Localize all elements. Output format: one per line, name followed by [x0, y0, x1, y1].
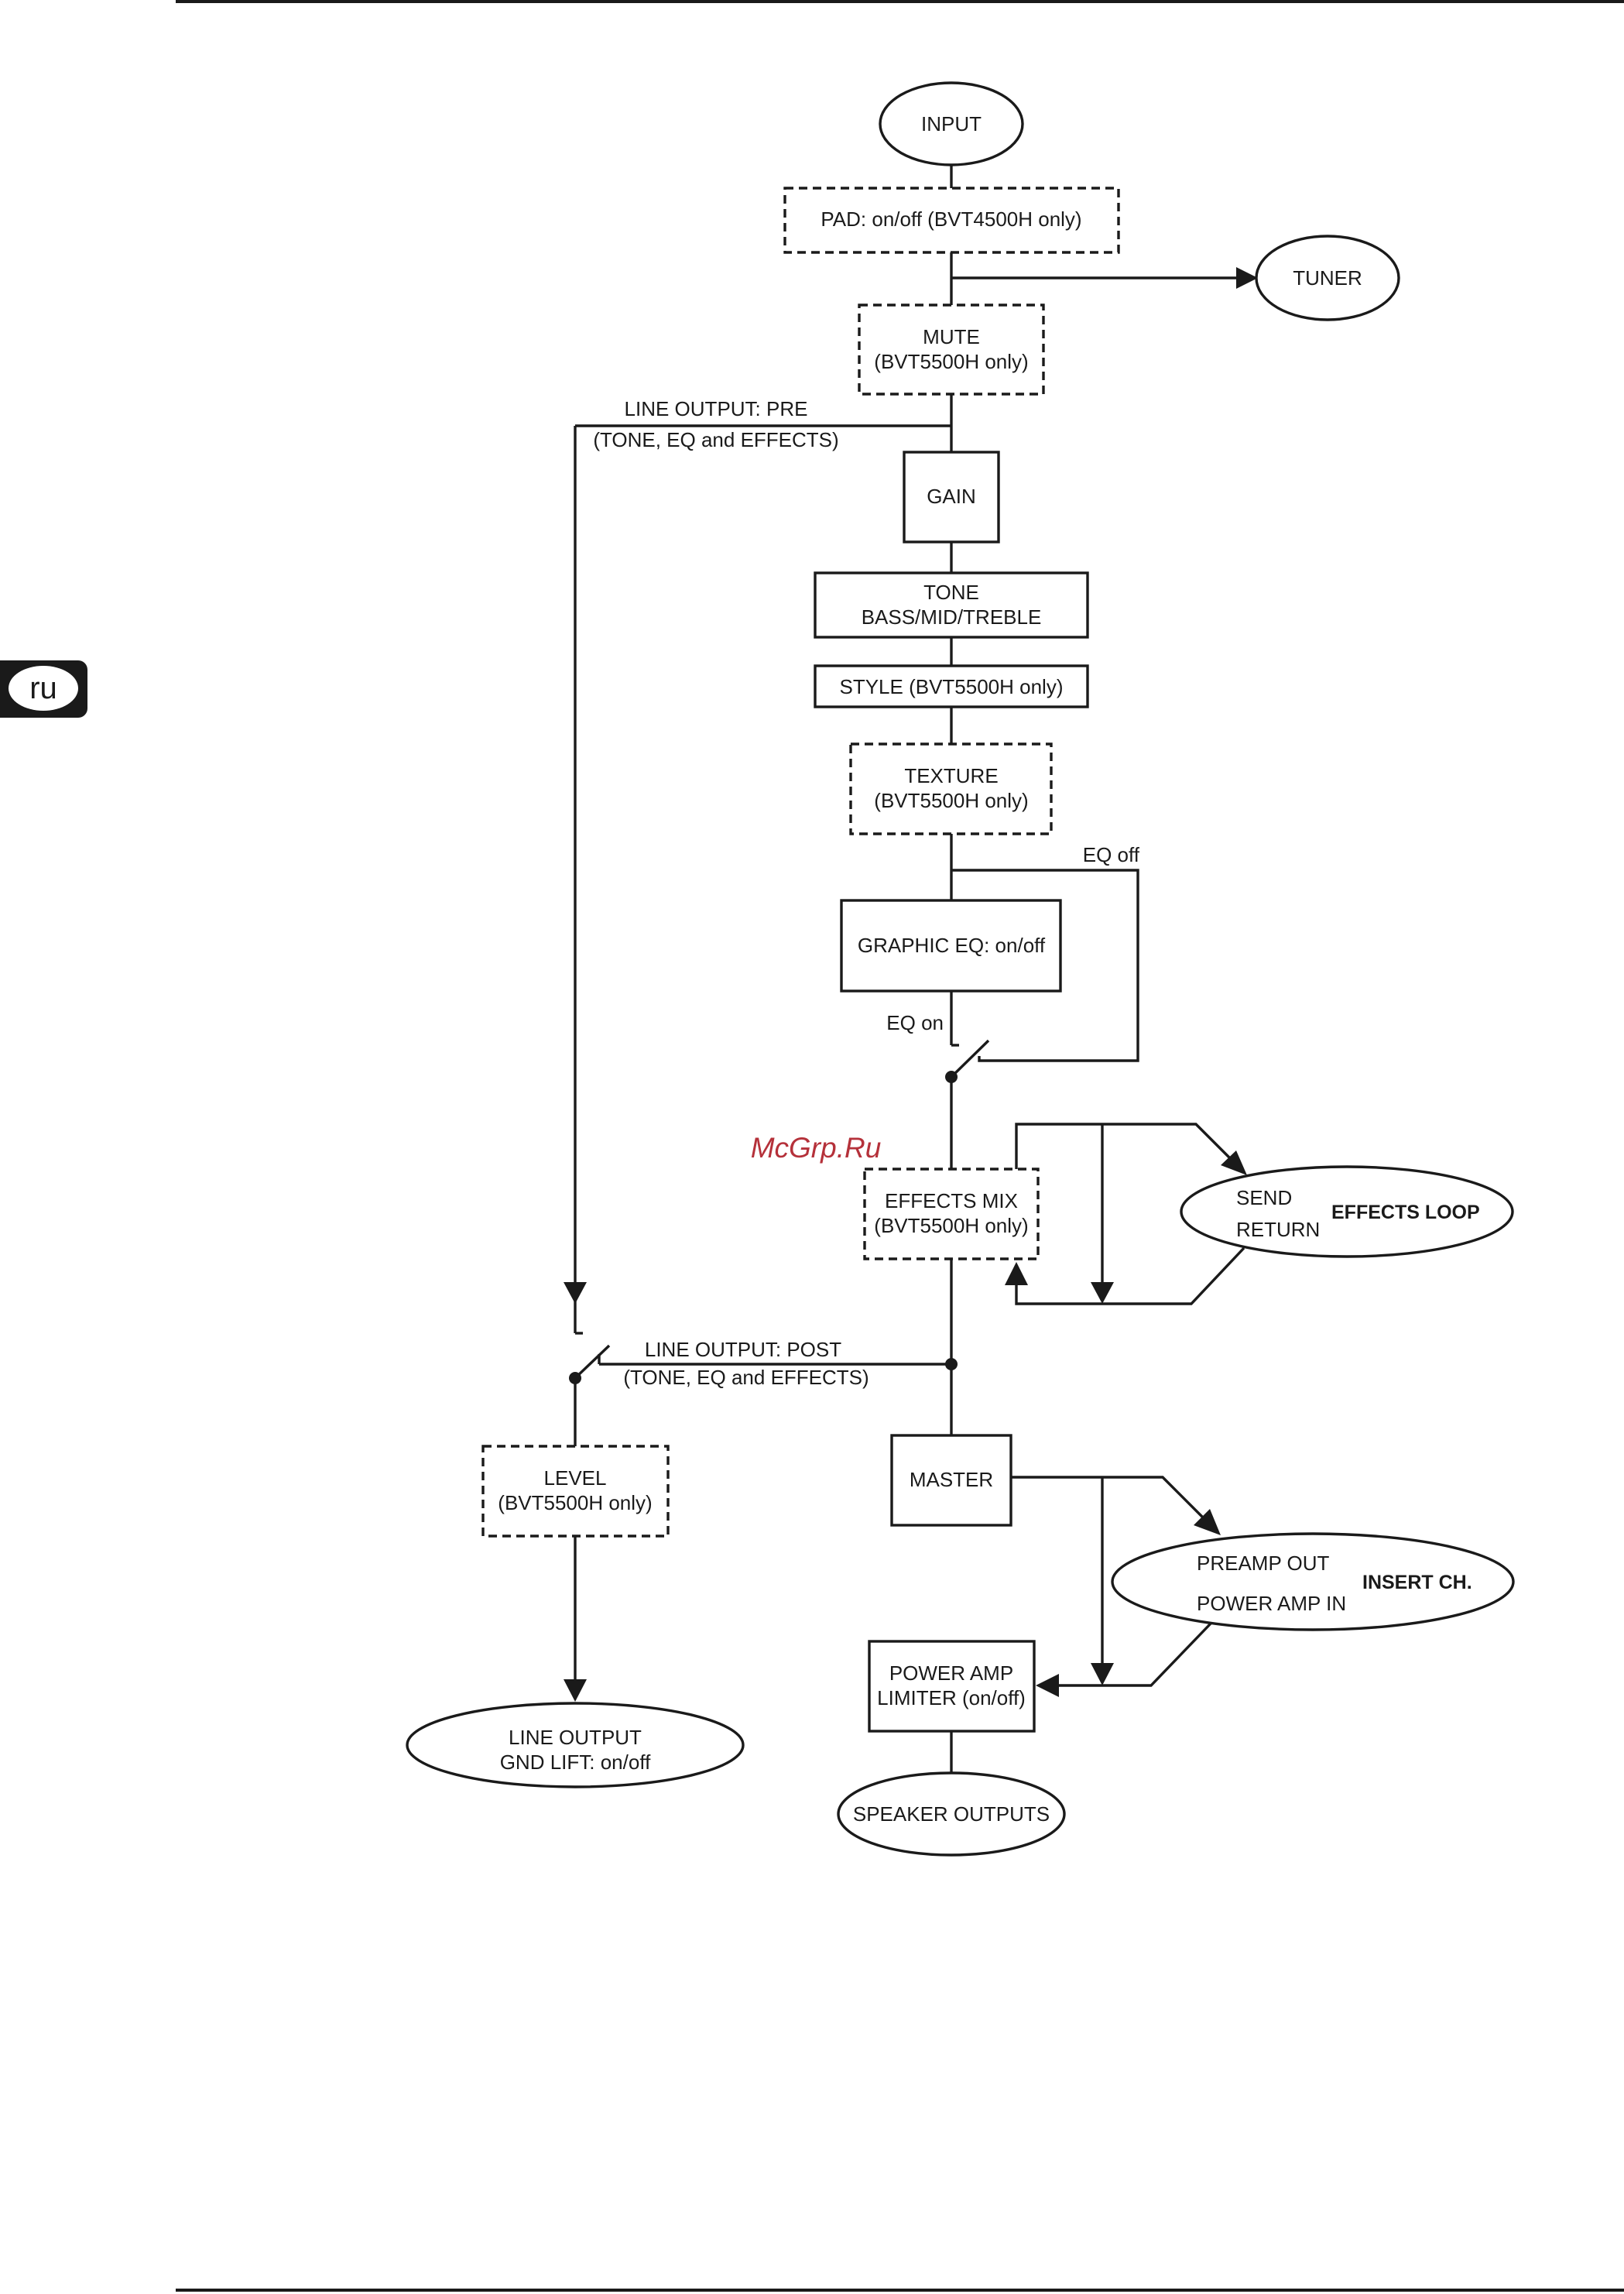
- node-tone: TONE BASS/MID/TREBLE: [814, 571, 1089, 639]
- node-speaker-outputs-shape: [837, 1771, 1066, 1857]
- node-line-output-shape: [406, 1702, 745, 1788]
- node-tuner: TUNER: [1255, 235, 1400, 321]
- node-tone-label-1: TONE: [923, 581, 979, 604]
- node-effects-loop-label: EFFECTS LOOP: [1331, 1202, 1480, 1223]
- arrow-line-output: [564, 1679, 587, 1702]
- language-tab[interactable]: ru: [0, 660, 87, 718]
- node-texture-label-2: (BVT5500H only): [874, 789, 1028, 812]
- arrow-send: [1221, 1150, 1247, 1175]
- node-pad-shape: [783, 187, 1120, 254]
- node-effects-mix-label-2: (BVT5500H only): [874, 1214, 1028, 1237]
- node-effects-loop: SEND RETURN EFFECTS LOOP: [1180, 1165, 1514, 1258]
- node-effects-loop-return: RETURN: [1236, 1218, 1320, 1241]
- node-gain-label: GAIN: [927, 485, 976, 508]
- arrow-return: [1005, 1262, 1028, 1285]
- node-mute-label-1: MUTE: [923, 325, 980, 348]
- language-tab-pill: [9, 666, 78, 711]
- node-effects-mix-shape: [863, 1168, 1040, 1260]
- node-pad-label: PAD: on/off (BVT4500H only): [821, 207, 1081, 231]
- line-return: [1015, 1246, 1245, 1305]
- node-insert-ch-label: INSERT CH.: [1362, 1572, 1472, 1593]
- node-master-label: MASTER: [910, 1468, 993, 1491]
- label-line-output-post-1: LINE OUTPUT: POST: [645, 1338, 841, 1361]
- arrow-insert-parallel: [1091, 1663, 1114, 1685]
- line-send: [1015, 1123, 1232, 1169]
- node-insert-ch-preamp-out: PREAMP OUT: [1197, 1552, 1330, 1575]
- arrow-preamp-out: [1194, 1509, 1221, 1535]
- node-style-label: STYLE (BVT5500H only): [839, 675, 1063, 698]
- line-eq-bypass: [951, 869, 1139, 1062]
- label-eq-on: EQ on: [886, 1011, 944, 1034]
- watermark: McGrp.Ru: [751, 1132, 882, 1164]
- node-input-shape: [879, 81, 1024, 166]
- node-gain-shape: [903, 451, 1000, 543]
- node-mute-label-2: (BVT5500H only): [874, 350, 1028, 373]
- label-line-output-post-2: (TONE, EQ and EFFECTS): [623, 1366, 869, 1389]
- node-input-label: INPUT: [921, 112, 982, 135]
- node-effects-loop-send: SEND: [1236, 1186, 1292, 1209]
- arrowheads: [564, 267, 1258, 1702]
- junction-line-switch: [569, 1372, 581, 1384]
- node-insert-ch-power-amp-in: POWER AMP IN: [1197, 1592, 1346, 1615]
- node-texture-shape: [849, 742, 1053, 835]
- node-power-amp-label-2: LIMITER (on/off): [877, 1686, 1026, 1709]
- arrow-fx-parallel: [1091, 1282, 1114, 1304]
- line-switch-blade: [574, 1344, 611, 1380]
- node-tone-shape: [814, 571, 1089, 639]
- line-power-amp-in: [1057, 1621, 1213, 1687]
- node-level-label-2: (BVT5500H only): [498, 1491, 652, 1514]
- node-effects-mix: EFFECTS MIX (BVT5500H only): [863, 1168, 1040, 1260]
- node-effects-mix-label-1: EFFECTS MIX: [885, 1189, 1018, 1212]
- node-texture: TEXTURE (BVT5500H only): [849, 742, 1053, 835]
- arrow-tuner: [1236, 267, 1258, 289]
- node-graphic-eq-label: GRAPHIC EQ: on/off: [858, 934, 1046, 957]
- label-eq-off: EQ off: [1083, 843, 1140, 866]
- node-power-amp: POWER AMP LIMITER (on/off): [868, 1640, 1036, 1733]
- node-speaker-outputs-label: SPEAKER OUTPUTS: [853, 1802, 1050, 1826]
- node-graphic-eq: GRAPHIC EQ: on/off: [840, 899, 1062, 993]
- node-style: STYLE (BVT5500H only): [814, 664, 1089, 708]
- language-tab-label: ru: [29, 671, 57, 705]
- node-effects-loop-shape: [1180, 1165, 1514, 1258]
- node-tuner-label: TUNER: [1293, 266, 1362, 290]
- eq-switch-blade: [950, 1039, 990, 1078]
- label-line-output-pre-1: LINE OUTPUT: PRE: [625, 397, 808, 420]
- node-power-amp-shape: [868, 1640, 1036, 1733]
- node-line-output-label-2: GND LIFT: on/off: [500, 1751, 651, 1774]
- node-tone-label-2: BASS/MID/TREBLE: [862, 605, 1042, 629]
- node-master: MASTER: [890, 1434, 1012, 1527]
- arrow-pre: [564, 1282, 587, 1304]
- junction-post: [945, 1358, 958, 1370]
- node-level-label-1: LEVEL: [544, 1466, 607, 1490]
- node-line-output: LINE OUTPUT GND LIFT: on/off: [406, 1702, 745, 1788]
- node-master-shape: [890, 1434, 1012, 1527]
- node-level-shape: [481, 1445, 670, 1538]
- node-gain: GAIN: [903, 451, 1000, 543]
- node-insert-ch-shape: [1111, 1532, 1515, 1631]
- node-pad: PAD: on/off (BVT4500H only): [783, 187, 1120, 254]
- node-texture-label-1: TEXTURE: [904, 764, 998, 787]
- connections: [574, 166, 1245, 1774]
- node-speaker-outputs: SPEAKER OUTPUTS: [837, 1771, 1066, 1857]
- node-style-shape: [814, 664, 1089, 708]
- node-graphic-eq-shape: [840, 899, 1062, 993]
- label-line-output-pre-2: (TONE, EQ and EFFECTS): [593, 428, 838, 451]
- arrow-power-amp-in: [1036, 1674, 1059, 1697]
- node-line-output-label-1: LINE OUTPUT: [509, 1726, 642, 1749]
- junction-eq-switch: [945, 1071, 958, 1083]
- node-insert-ch: PREAMP OUT POWER AMP IN INSERT CH.: [1111, 1532, 1515, 1631]
- node-input: INPUT: [879, 81, 1024, 166]
- node-tuner-shape: [1255, 235, 1400, 321]
- node-mute: MUTE (BVT5500H only): [858, 303, 1045, 396]
- node-mute-shape: [858, 303, 1045, 396]
- node-level: LEVEL (BVT5500H only): [481, 1445, 670, 1538]
- node-power-amp-label-1: POWER AMP: [889, 1661, 1013, 1685]
- line-preamp-out: [1011, 1476, 1205, 1520]
